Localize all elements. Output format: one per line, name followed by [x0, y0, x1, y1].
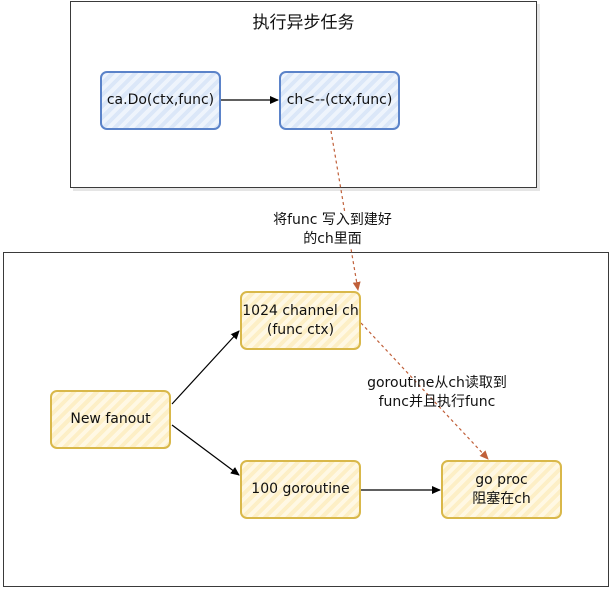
node-goroutine-label: 100 goroutine	[251, 481, 350, 498]
edge-label-read-line1: goroutine从ch读取到	[367, 375, 507, 391]
node-channel-line2: (func ctx)	[266, 321, 335, 338]
node-ca-do-label: ca.Do(ctx,func)	[106, 92, 215, 109]
node-ch-send: ch<--(ctx,func)	[279, 71, 400, 130]
node-go-proc: go proc 阻塞在ch	[441, 460, 562, 519]
node-go-proc-line1: go proc	[475, 471, 528, 488]
edge-label-read: goroutine从ch读取到 func并且执行func	[357, 374, 517, 412]
edge-chsend-to-channel	[330, 130, 361, 291]
node-goroutine: 100 goroutine	[240, 460, 361, 519]
node-go-proc-line2: 阻塞在ch	[472, 490, 531, 507]
node-channel-line1: 1024 channel ch	[242, 302, 359, 319]
diagram-title: 执行异步任务	[252, 13, 355, 33]
edge-label-write-line1: 将func 写入到建好	[273, 212, 392, 228]
edge-channel-to-goproc	[360, 322, 489, 460]
node-ch-send-label: ch<--(ctx,func)	[286, 92, 393, 109]
node-new-fanout-label: New fanout	[70, 411, 151, 428]
edge-label-write-line2: 的ch里面	[303, 230, 362, 247]
edge-label-read-line2: func并且执行func	[378, 393, 496, 410]
node-ca-do: ca.Do(ctx,func)	[100, 71, 221, 130]
node-new-fanout: New fanout	[50, 390, 171, 449]
edge-fanout-to-channel	[171, 330, 240, 405]
node-channel: 1024 channel ch (func ctx)	[240, 291, 361, 350]
edge-fanout-to-goroutine	[171, 424, 240, 476]
edge-label-write: 将func 写入到建好 的ch里面	[250, 211, 415, 249]
